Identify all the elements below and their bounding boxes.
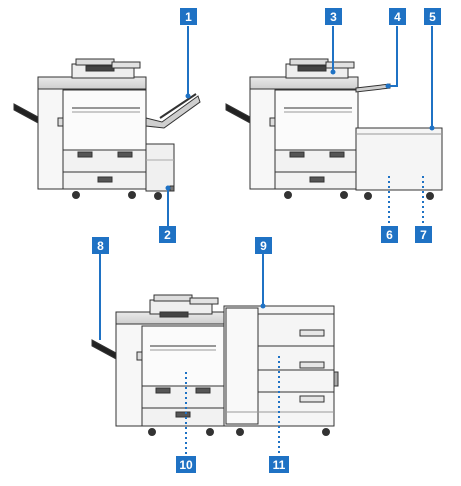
callout-1-label: 1 [185, 10, 192, 24]
printer-c [91, 294, 339, 436]
large-paper-deck [355, 127, 443, 191]
callout-2: 2 [159, 226, 176, 243]
printer-b [225, 58, 443, 200]
printer-a [13, 58, 201, 200]
callout-9: 9 [255, 237, 272, 254]
callout-7-label: 7 [420, 228, 427, 242]
leader-lines [99, 26, 435, 456]
output-tray-left [13, 103, 41, 125]
callout-2-label: 2 [164, 228, 171, 242]
callout-5: 5 [424, 8, 441, 25]
callout-1: 1 [180, 8, 197, 25]
callout-8: 8 [92, 237, 109, 254]
callout-3-label: 3 [330, 10, 337, 24]
callout-11: 11 [269, 456, 289, 473]
callout-11-label: 11 [273, 458, 286, 472]
callout-10-label: 10 [179, 458, 193, 472]
side-paper-deck [145, 143, 175, 192]
callout-8-label: 8 [97, 239, 104, 253]
side-output-tray [355, 83, 391, 93]
callout-4: 4 [389, 8, 406, 25]
callout-9-label: 9 [260, 239, 267, 253]
leader-4 [388, 26, 398, 87]
callout-4-label: 4 [394, 10, 401, 24]
multi-purpose-tray [145, 95, 201, 129]
paper-drawer-1 [62, 149, 147, 173]
callout-7: 7 [415, 226, 432, 243]
callout-10: 10 [176, 456, 196, 473]
callout-5-label: 5 [429, 10, 436, 24]
callout-3: 3 [325, 8, 342, 25]
callout-6: 6 [381, 226, 398, 243]
callout-6-label: 6 [386, 228, 393, 242]
